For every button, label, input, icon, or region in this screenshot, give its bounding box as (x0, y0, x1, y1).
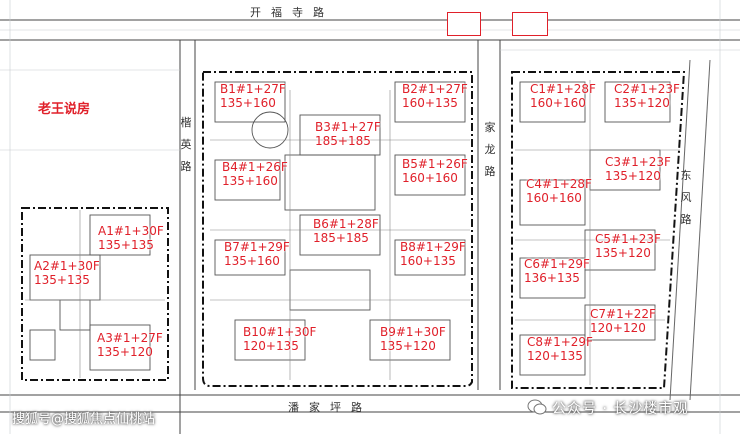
watermark-right: 公众号 · 长沙楼市观 (552, 401, 689, 417)
building-name: C7#1+22F (590, 307, 656, 321)
approval-stamp (447, 12, 481, 36)
overlay-title: 老王说房 (38, 102, 91, 117)
building-name: C1#1+28F (530, 82, 596, 96)
building-name: C5#1+23F (595, 232, 661, 246)
building-units: 135+120 (605, 169, 661, 183)
approval-stamp (512, 12, 548, 36)
building-name: B7#1+29F (224, 240, 290, 254)
road-label-left: 楷英路 (180, 116, 192, 173)
building-name: B5#1+26F (402, 157, 468, 171)
building-units: 135+120 (380, 339, 436, 353)
building-name: A3#1+27F (97, 331, 163, 345)
building-name: B1#1+27F (220, 82, 286, 96)
building-units: 160+160 (402, 171, 458, 185)
building-name: B2#1+27F (402, 82, 468, 96)
building-units: 160+160 (526, 191, 582, 205)
wechat-icon (527, 399, 547, 415)
building-name: B8#1+29F (400, 240, 466, 254)
road-label-bottom: 潘家坪路 (288, 401, 372, 414)
building-units: 135+135 (34, 273, 90, 287)
building-name: C6#1+29F (524, 257, 590, 271)
building-units: 136+135 (524, 271, 580, 285)
building-name: B10#1+30F (243, 325, 317, 339)
building-name: C2#1+23F (614, 82, 680, 96)
building-units: 135+120 (97, 345, 153, 359)
building-units: 185+185 (315, 134, 371, 148)
road-label-top: 开福寺路 (250, 6, 334, 19)
building-units: 135+120 (614, 96, 670, 110)
building-units: 135+160 (220, 96, 276, 110)
watermark-left: 搜狐号@搜狐焦点仙桃站 (12, 412, 156, 427)
building-name: C3#1+23F (605, 155, 671, 169)
building-units: 185+185 (313, 231, 369, 245)
building-units: 135+160 (224, 254, 280, 268)
building-units: 120+135 (527, 349, 583, 363)
building-name: C8#1+29F (527, 335, 593, 349)
building-name: A2#1+30F (34, 259, 100, 273)
building-name: B3#1+27F (315, 120, 381, 134)
road-label-right: 东风路 (680, 169, 692, 226)
building-units: 135+135 (98, 238, 154, 252)
building-units: 120+135 (243, 339, 299, 353)
building-name: B4#1+26F (222, 160, 288, 174)
building-units: 160+135 (400, 254, 456, 268)
building-name: B6#1+28F (313, 217, 379, 231)
building-units: 160+135 (402, 96, 458, 110)
building-units: 135+160 (222, 174, 278, 188)
building-units: 160+160 (530, 96, 586, 110)
building-name: A1#1+30F (98, 224, 164, 238)
building-units: 120+120 (590, 321, 646, 335)
building-name: C4#1+28F (526, 177, 592, 191)
building-name: B9#1+30F (380, 325, 446, 339)
road-label-middle: 家龙路 (484, 121, 496, 178)
building-units: 135+120 (595, 246, 651, 260)
